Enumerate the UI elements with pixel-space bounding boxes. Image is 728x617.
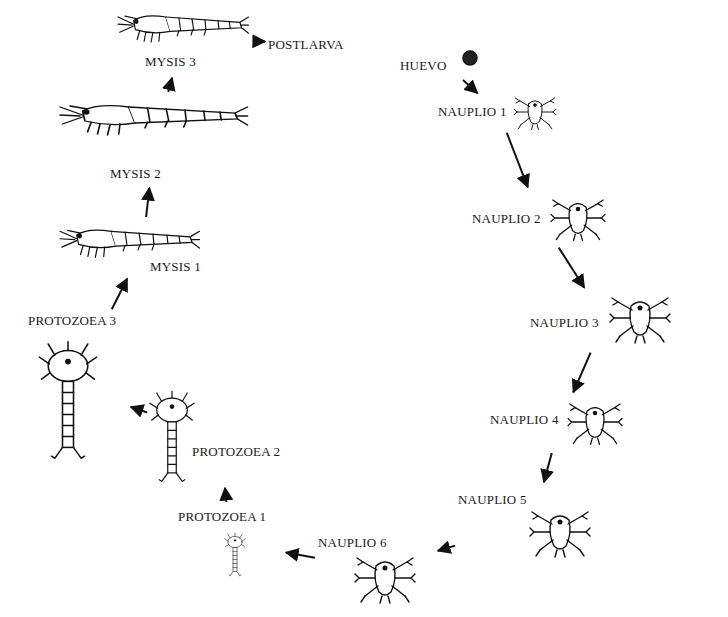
stage-label: PROTOZOEA 1 — [178, 510, 266, 524]
stage-node: MYSIS 3 — [115, 5, 250, 75]
stage-node: PROTOZOEA 2 — [150, 390, 290, 485]
stage-node: NAUPLIO 2 — [472, 190, 607, 245]
stage-arrow — [507, 133, 528, 187]
stage-label: NAUPLIO 4 — [490, 413, 559, 427]
nauplius-figure — [355, 558, 415, 603]
stage-label: NAUPLIO 6 — [318, 536, 387, 550]
nauplius-figure — [568, 404, 622, 445]
stage-arrow — [573, 353, 590, 393]
stage-arrow — [225, 488, 227, 502]
stage-label: NAUPLIO 3 — [530, 316, 599, 330]
stage-arrow — [544, 453, 552, 482]
nauplius-figure — [551, 200, 605, 241]
protozoea-figure — [225, 533, 246, 575]
mysis-figure — [60, 230, 200, 257]
nauplius-figure — [610, 298, 670, 343]
stage-node: NAUPLIO 5 — [458, 485, 608, 560]
stage-node: NAUPLIO 3 — [530, 290, 680, 350]
stage-arrow — [559, 248, 585, 288]
protozoea-figure — [150, 391, 194, 481]
stage-label: NAUPLIO 2 — [472, 212, 541, 226]
stage-label: HUEVO — [400, 59, 447, 73]
stage-node: NAUPLIO 1 — [438, 95, 560, 130]
protozoea-figure — [39, 342, 96, 459]
stage-arrow — [146, 188, 149, 217]
stage-label: NAUPLIO 1 — [438, 105, 507, 119]
stage-node: MYSIS 2 — [55, 95, 255, 185]
stage-arrow — [168, 78, 172, 92]
egg — [463, 51, 477, 65]
stage-node: HUEVO — [400, 45, 485, 78]
mysis-figure — [118, 16, 249, 42]
stage-node: NAUPLIO 4 — [490, 395, 630, 450]
stage-arrow — [131, 407, 147, 413]
stage-label: MYSIS 3 — [145, 55, 196, 69]
stage-label: NAUPLIO 5 — [458, 493, 527, 507]
mysis-figure — [60, 106, 248, 135]
stage-node: PROTOZOEA 1 — [178, 505, 283, 580]
stage-arrow — [286, 553, 315, 558]
stage-label: POSTLARVA — [268, 38, 344, 52]
stage-arrow — [253, 40, 265, 42]
stage-arrow — [438, 546, 455, 551]
stage-node: PROTOZOEA 3 — [18, 312, 128, 462]
stage-arrow — [463, 80, 477, 93]
stage-label: PROTOZOEA 3 — [28, 314, 116, 328]
stage-arrow — [112, 279, 127, 310]
stage-label: MYSIS 1 — [150, 260, 201, 274]
nauplius-figure — [530, 512, 590, 557]
stage-label: MYSIS 2 — [110, 167, 161, 181]
stage-node: POSTLARVA — [268, 30, 370, 55]
stage-label: PROTOZOEA 2 — [192, 445, 280, 459]
stage-node: NAUPLIO 6 — [318, 530, 435, 608]
stage-node: MYSIS 1 — [55, 220, 230, 276]
nauplius-figure — [514, 98, 556, 130]
